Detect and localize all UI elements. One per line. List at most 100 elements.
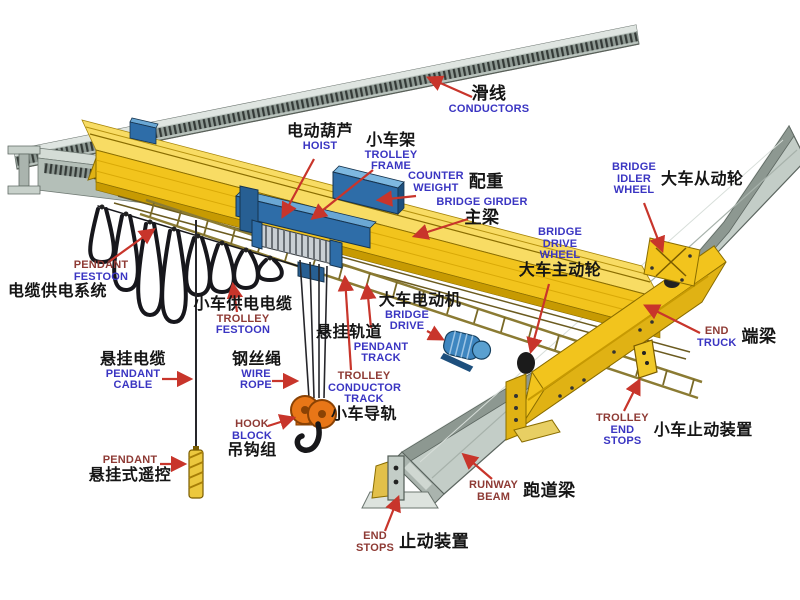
end-truck-zh: 端梁	[741, 327, 777, 347]
hoist-drum	[251, 219, 343, 269]
end-truck-en2: TRUCK	[697, 336, 737, 349]
arrow-trolley-end-stops	[623, 378, 641, 412]
arrow-conductors	[425, 75, 473, 99]
counter-weight-en1: COUNTER	[408, 170, 464, 182]
label-hook-block: HOOK BLOCK 吊钩组	[224, 418, 280, 460]
counter-weight-en2: WEIGHT	[413, 181, 459, 194]
arrow-trolley-frame	[310, 169, 374, 221]
label-end-truck: END TRUCK 端梁	[697, 325, 777, 349]
arrow-bridge-idler-wheel	[642, 202, 665, 254]
counter-weight-en-block: COUNTER WEIGHT	[408, 170, 464, 194]
label-pendant-track: 悬挂轨道 PENDANT TRACK	[316, 324, 412, 365]
festoon-cables	[88, 204, 299, 325]
bridge-drive-en1: BRIDGE	[385, 308, 429, 321]
label-wire-rope: 钢丝绳 WIRE ROPE	[232, 351, 282, 392]
label-bridge-drive: 大车电动机 BRIDGE DRIVE	[376, 292, 464, 333]
bridge-drive-motor	[440, 330, 492, 372]
arrow-trolley-festoon	[226, 281, 244, 313]
bridge-drive-wheel-zh: 大车主动轮	[518, 261, 602, 279]
pendant-track-en1: PENDANT	[353, 340, 409, 353]
trolley-end-stops-en-block: TROLLEY END STOPS	[596, 412, 649, 448]
end-truck-drawing	[505, 237, 727, 443]
trolley-conductor-track-en2: CONDUCTOR	[328, 381, 402, 394]
label-trolley-conductor-track: TROLLEY CONDUCTOR TRACK 小车导轨	[328, 370, 402, 423]
end-stops-zh: 止动装置	[399, 532, 470, 552]
counter-weight-zh: 配重	[468, 172, 504, 192]
hook-block-zh: 吊钩组	[227, 442, 277, 460]
bridge-drive-en-block: BRIDGE DRIVE	[376, 308, 438, 333]
pendant-festoon-zh: 电缆供电系统	[8, 283, 108, 301]
wire-rope-zh: 钢丝绳	[232, 351, 282, 368]
pendant-festoon-en1: PENDANT	[73, 259, 129, 271]
trolley-festoon-en2: FESTOON	[215, 324, 271, 337]
wire-rope-en2: ROPE	[240, 379, 272, 392]
trolley-festoon-en1: TROLLEY	[216, 312, 270, 325]
arrow-hoist	[281, 158, 315, 219]
label-pendant-festoon: PENDANT FESTOON 电缆供电系统	[8, 259, 148, 301]
bridge-idler-wheel-en-block: BRIDGE IDLER WHEEL	[612, 161, 656, 197]
hoist-zh: 电动葫芦	[286, 123, 353, 140]
bridge-drive-wheel-en1: BRIDGE	[538, 226, 582, 238]
trolley-frame-zh: 小车架	[366, 132, 416, 149]
bridge-drive-wheel-shape	[517, 352, 535, 374]
pendant-track-en2: TRACK	[361, 352, 401, 365]
arrow-bridge-drive	[426, 325, 445, 341]
conductor-rail	[13, 24, 640, 170]
pendant-cable-en2: CABLE	[113, 379, 153, 392]
label-conductors: 滑线 CONDUCTORS	[441, 84, 537, 115]
end-truck-en1: END	[704, 325, 729, 337]
arrow-runway-beam	[461, 452, 493, 480]
bridge-drive-zh: 大车电动机	[378, 292, 462, 309]
trolley-festoon-zh: 小车供电电缆	[193, 296, 293, 313]
arrow-counter-weight	[375, 190, 417, 207]
end-stops-en1: END	[363, 530, 387, 542]
bridge-idler-wheel-en2: IDLER	[616, 172, 651, 185]
trolley-conductor-track-zh: 小车导轨	[330, 405, 397, 423]
hoist-en: HOIST	[302, 139, 338, 152]
leader-arrows	[109, 75, 701, 532]
arrow-pendant-festoon	[109, 228, 156, 262]
label-pendant-cable: 悬挂电缆 PENDANT CABLE	[94, 351, 172, 392]
hook-block-en2: BLOCK	[231, 429, 273, 442]
wire-rope-en1: WIRE	[241, 367, 271, 380]
runway-beam-en1: RUNWAY	[469, 479, 519, 491]
pendant-cable-zh: 悬挂电缆	[99, 351, 166, 368]
runway-beam-en-block: RUNWAY BEAM	[469, 479, 519, 503]
pendant-cable-en1: PENDANT	[105, 367, 161, 380]
trolley-frame-en1: TROLLEY	[364, 148, 418, 161]
label-runway-beam: RUNWAY BEAM 跑道梁	[469, 479, 576, 503]
trolley-end-stops-zh: 小车止动装置	[653, 421, 753, 439]
bridge-girder-zh: 主梁	[464, 207, 500, 227]
arrow-trolley-conductor-track	[337, 274, 355, 371]
trolley-end-stops-en3: STOPS	[603, 435, 642, 448]
trolley-conductor-track-en3: TRACK	[344, 393, 384, 406]
arrow-bridge-drive-wheel	[526, 283, 551, 355]
trolley-end-stop-bracket	[633, 339, 658, 379]
arrow-bridge-girder	[411, 217, 469, 240]
label-trolley-festoon: 小车供电电缆 TROLLEY FESTOON	[184, 296, 302, 337]
end-stops-en2: STOPS	[356, 541, 395, 554]
end-stops-en-block: END STOPS	[356, 530, 395, 554]
conductors-zh: 滑线	[471, 84, 507, 103]
arrow-end-truck	[643, 304, 701, 334]
pendant-festoon-en2: FESTOON	[73, 270, 129, 283]
wire-ropes	[299, 259, 328, 399]
label-trolley-frame: 小车架 TROLLEY FRAME	[362, 132, 420, 173]
pendant-track-en-block: PENDANT TRACK	[352, 340, 410, 365]
bridge-drive-en2: DRIVE	[389, 320, 425, 333]
bridge-idler-wheel-en3: WHEEL	[613, 184, 655, 197]
trolley-end-stops-en2: END	[610, 423, 635, 436]
pendant-remote	[188, 446, 204, 499]
label-bridge-girder: BRIDGE GIRDER 主梁	[436, 196, 528, 227]
label-hoist: 电动葫芦 HOIST	[286, 123, 354, 152]
bridge-girder-en: BRIDGE GIRDER	[436, 196, 528, 208]
arrow-end-stops	[383, 494, 401, 532]
label-pendant-control: PENDANT 悬挂式遥控	[86, 454, 174, 484]
arrow-pendant-track	[360, 282, 377, 329]
bridge-idler-wheel-zh: 大车从动轮	[660, 170, 744, 188]
label-counter-weight: COUNTER WEIGHT 配重	[408, 170, 504, 194]
pendant-track-zh: 悬挂轨道	[316, 324, 383, 341]
bridge-drive-wheel-en3: WHEEL	[539, 249, 581, 262]
